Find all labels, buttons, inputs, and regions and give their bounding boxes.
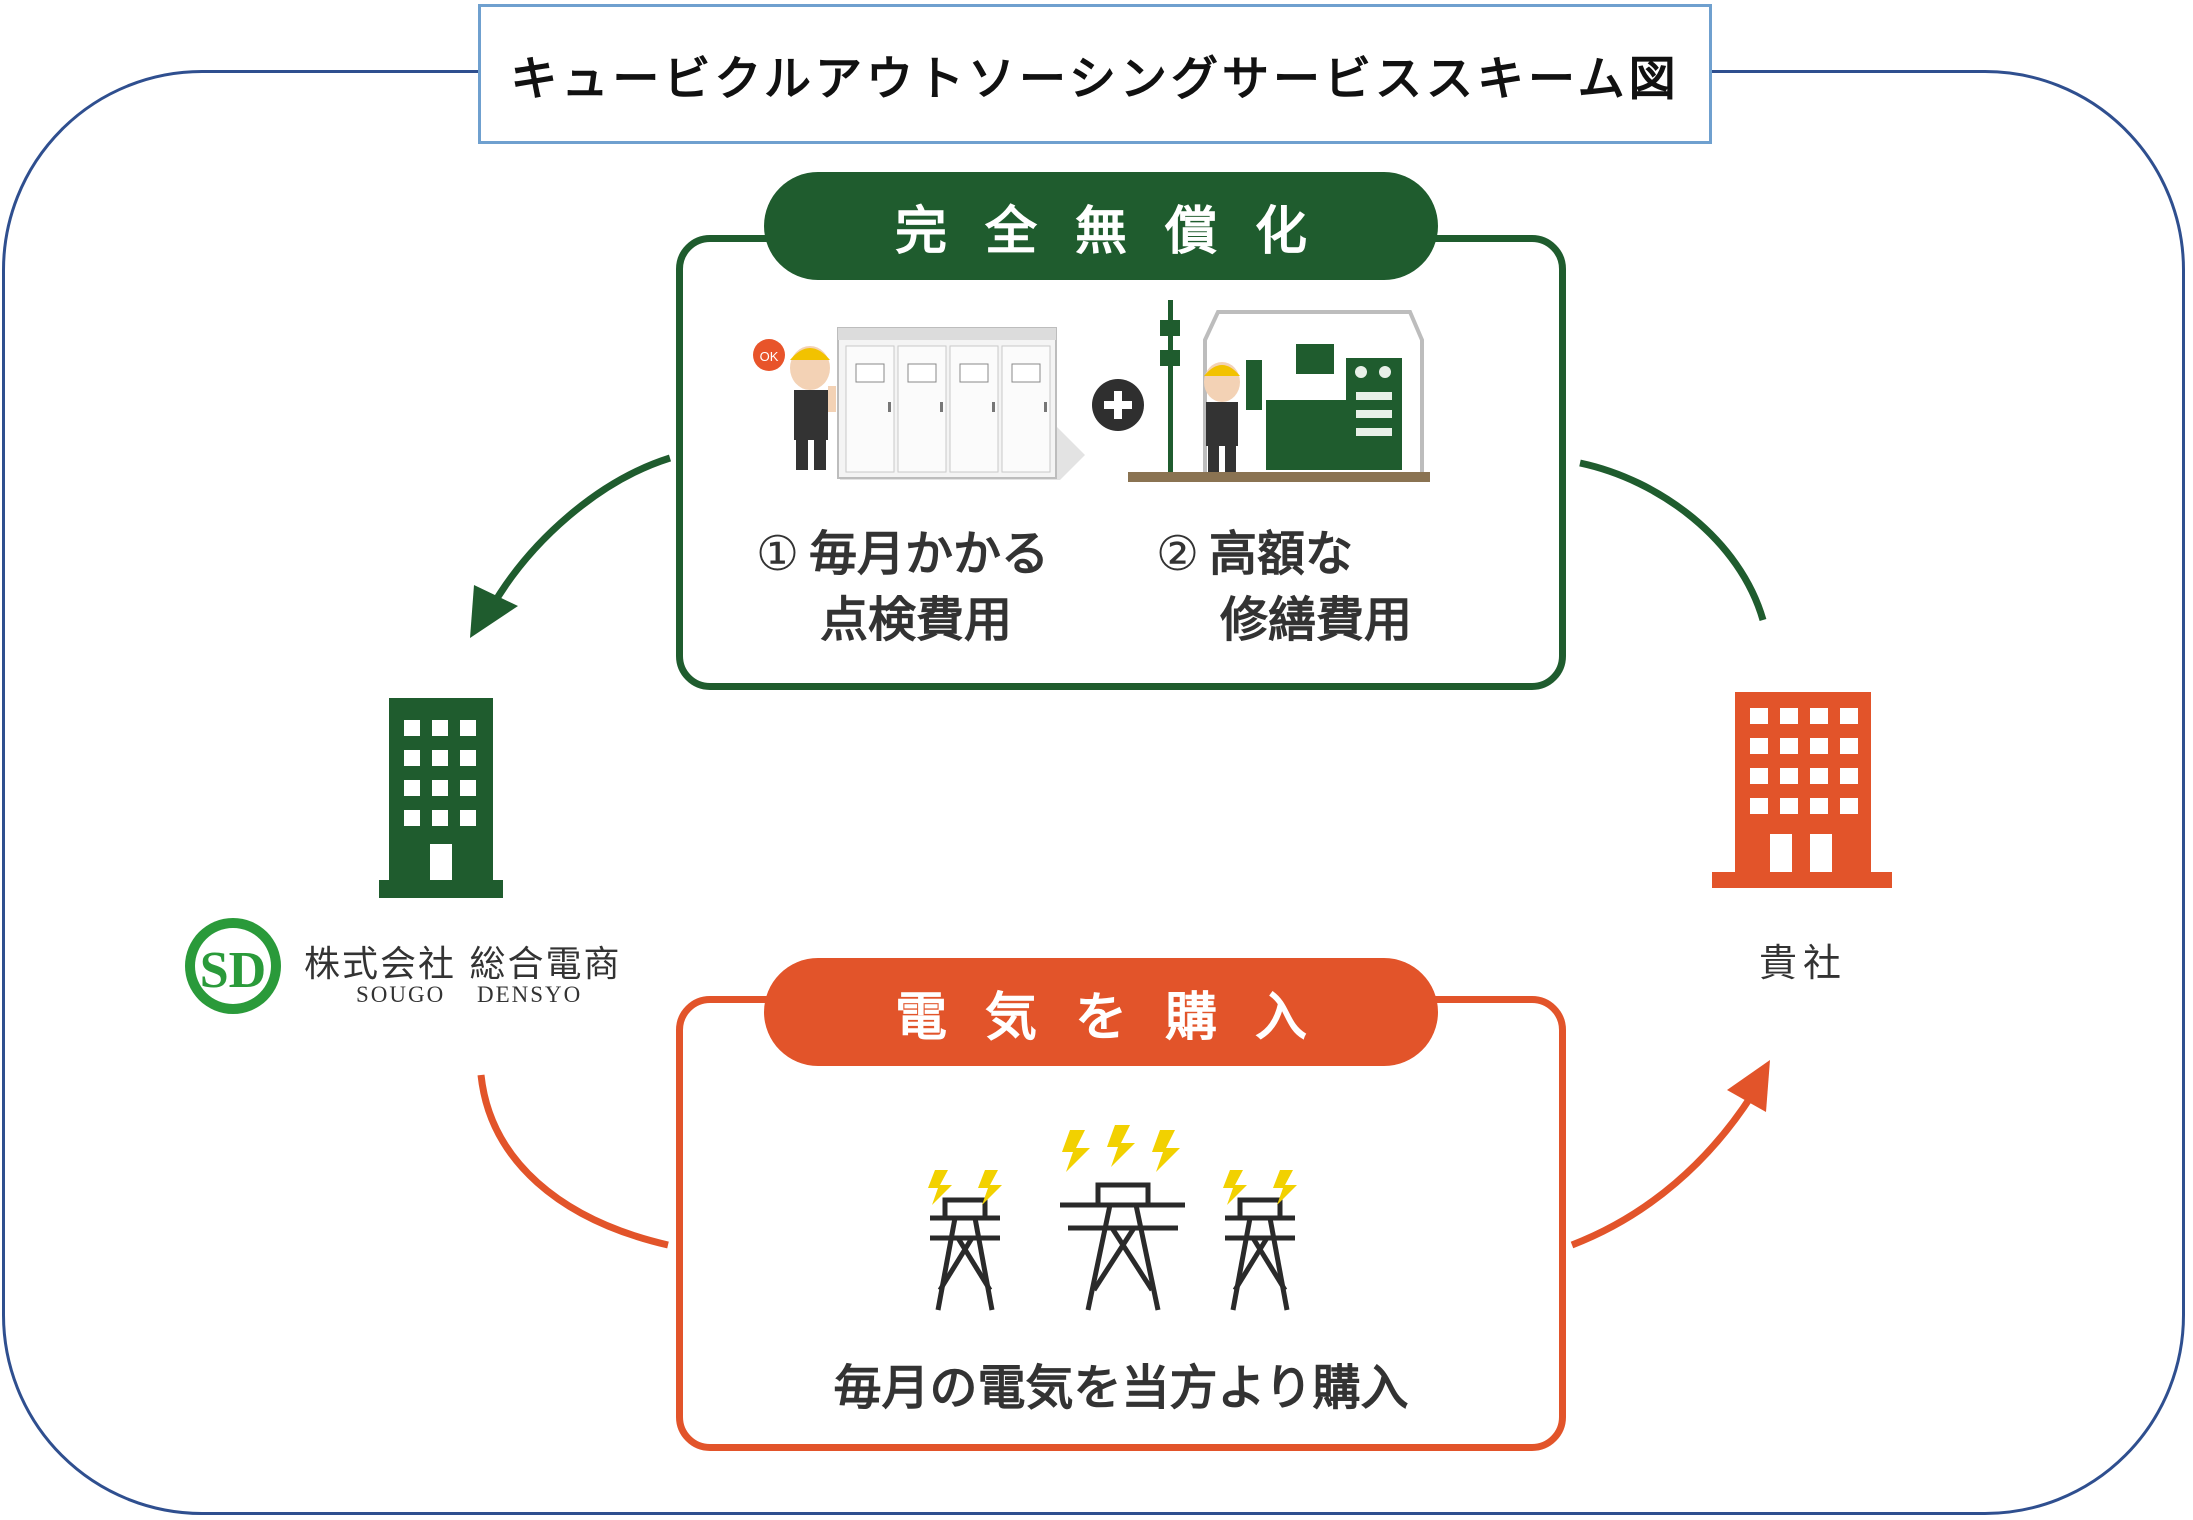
item1-line2: 点検費用 [820,592,1013,648]
item2-line1-text: 高額な [1209,526,1354,582]
green-building-icon [379,698,503,898]
company-name-jp: 株式会社 総合電商 [304,944,622,985]
power-tower-icon [1060,1182,1185,1311]
orange-arrow-right-curve [1570,1093,1755,1249]
buy-badge: 電気を購入 [764,958,1438,1066]
free-badge: 完全無償化 [764,172,1438,280]
plus-icon [1092,379,1144,431]
green-arrowhead [470,585,518,638]
worker-ok [753,339,836,470]
title-box: キュービクルアウトソーシングサービススキーム図 [478,4,1712,144]
item2-number: ② [1156,526,1200,582]
cubicle-cabinet [837,327,1085,480]
client-label: 貴社 [1758,941,1847,985]
sd-logo-icon [185,918,281,1014]
lightning-icon [928,1170,1002,1205]
company-name-en: SOUGO DENSYO [356,982,583,1007]
worker-repair [1204,362,1240,472]
power-tower-icon [930,1197,1000,1311]
orange-building-icon [1712,692,1892,888]
orange-arrow-left-curve [477,1074,669,1249]
green-arrow-right-curve [1579,459,1767,621]
item2-line2: 修繕費用 [1220,592,1413,648]
lightning-icon [1223,1170,1297,1205]
power-tower-icon [1225,1197,1295,1311]
ok-bubble-text: OK [760,349,779,364]
sd-logo-letters: SD [199,942,267,999]
diagram-title: キュービクルアウトソーシングサービススキーム図 [510,51,1680,107]
item1-line1-text: 毎月かかる [809,526,1050,582]
orange-arrowhead [1727,1060,1770,1112]
lightning-icon [1062,1125,1180,1172]
green-arrow-left-curve [486,454,672,612]
item1-number: ① [756,526,800,582]
buy-caption: 毎月の電気を当方より購入 [833,1360,1409,1416]
repair-equipment [1128,300,1430,482]
